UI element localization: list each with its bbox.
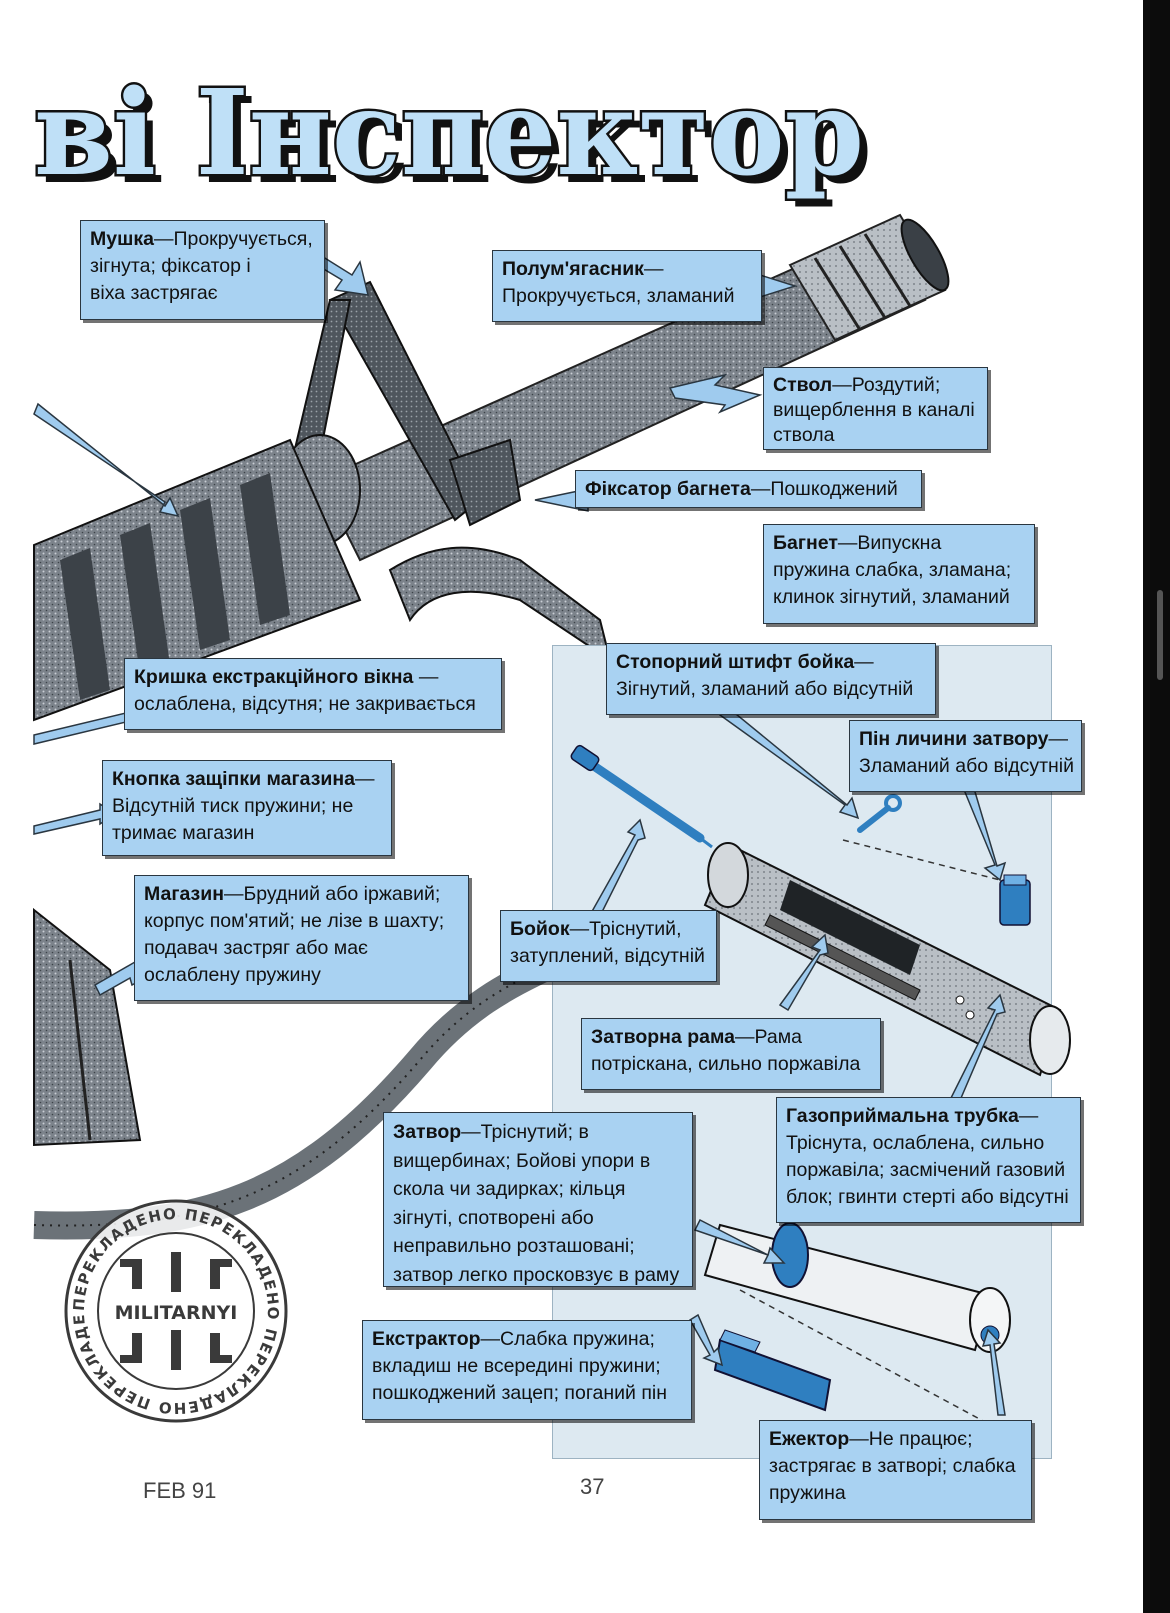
ejector-desc-3: пружина — [769, 1482, 846, 1504]
callout-front-sight: Мушка—Прокручується, зігнута; фіксатор і… — [80, 220, 325, 320]
callout-ejection-port-cover: Кришка екстракційного вікна — ослаблена,… — [124, 658, 502, 730]
barrel-desc-3: ствола — [773, 424, 835, 446]
bayonet-lug-desc-1: —Пошкоджений — [750, 478, 898, 500]
bolt-drawing — [703, 1222, 1011, 1431]
barrel-term: Ствол — [773, 374, 833, 396]
callout-ejector: Ежектор—Не працює; застрягає в затворі; … — [759, 1420, 1032, 1520]
callout-gas-key: Газоприймальна трубка— Тріснута, ослабле… — [776, 1097, 1081, 1223]
firing-pin-desc-1: —Тріснутий, — [569, 918, 682, 940]
port-cover-desc-1: — — [413, 666, 439, 688]
scrollbar-thumb[interactable] — [1157, 590, 1163, 680]
magazine-desc-1: —Брудний або іржавий; — [224, 883, 441, 905]
cam-pin-desc-1: — — [1048, 728, 1068, 750]
bayonet-term: Багнет — [773, 532, 838, 554]
magazine-desc-4: ослаблену пружину — [144, 964, 321, 986]
magazine-desc-2: корпус пом'ятий; не лізе в шахту; — [144, 910, 445, 932]
ejector-desc-2: застрягає в затворі; слабка — [769, 1455, 1016, 1477]
bayonet-desc-3: клинок зігнутий, зламаний — [773, 586, 1010, 608]
port-cover-desc-2: ослаблена, відсутня; не закривається — [134, 693, 476, 715]
callout-barrel: Ствол—Роздутий; вищерблення в каналі ств… — [763, 367, 988, 450]
callout-firing-pin: Бойок—Тріснутий, затуплений, відсутній — [500, 910, 717, 982]
barrel-desc-1: —Роздутий; — [832, 374, 941, 396]
callout-magazine: Магазин—Брудний або іржавий; корпус пом'… — [134, 875, 469, 1001]
callout-bolt: Затвор—Тріснутий; в вищербинах; Бойові у… — [383, 1112, 693, 1287]
page-title-shadow: ві Інспектор — [42, 71, 872, 210]
gas-key-term: Газоприймальна трубка — [786, 1105, 1019, 1127]
callout-bolt-carrier: Затворна рама—Рама потріскана, сильно по… — [581, 1018, 881, 1090]
page-title: ві Інспектор ві Інспектор — [32, 61, 894, 220]
callout-bayonet-lug: Фіксатор багнета—Пошкоджений — [575, 470, 922, 508]
bayonet-desc-1: —Випускна — [837, 532, 942, 554]
front-sight-desc-3: віха застрягає — [90, 282, 218, 304]
retaining-pin-term: Стопорний штифт бойка — [616, 651, 855, 673]
retaining-pin-desc-2: Зігнутий, зламаний або відсутній — [616, 678, 914, 700]
front-sight-term: Мушка — [90, 228, 154, 250]
ejector-term: Ежектор — [769, 1428, 850, 1450]
gas-key-desc-4: блок; гвинти стерті або відсутні — [786, 1186, 1069, 1208]
bolt-term: Затвор — [393, 1121, 462, 1143]
firing-pin-drawing — [570, 744, 713, 849]
bolt-carrier-drawing — [703, 842, 1071, 1077]
barrel-desc-2: вищерблення в каналі — [773, 399, 975, 421]
bayonet-lug-term: Фіксатор багнета — [585, 478, 751, 500]
retaining-pin-desc-1: — — [854, 651, 874, 673]
bolt-desc-2: вищербинах; Бойові упори в — [393, 1149, 651, 1172]
firing-pin-term: Бойок — [510, 918, 570, 940]
cam-pin-desc-2: Зламаний або відсутній — [859, 755, 1074, 777]
extractor-desc-2: вкладиш не всередині пружини; — [372, 1355, 661, 1377]
bolt-desc-5: неправильно розташовані; — [393, 1235, 635, 1257]
extractor-drawing — [713, 1329, 832, 1412]
magazine-desc-3: подавач застряг або має — [144, 937, 368, 959]
bolt-desc-6: затвор легко просковзує в раму — [393, 1263, 680, 1286]
mag-release-desc-3: тримає магазин — [112, 822, 255, 844]
extractor-desc-3: пошкоджений зацеп; поганий пін — [372, 1382, 667, 1404]
gas-key-desc-3: поржавіла; засмічений газовий — [786, 1159, 1066, 1181]
page-number: 37 — [580, 1474, 605, 1499]
callout-magazine-release: Кнопка защіпки магазина— Відсутній тиск … — [102, 760, 392, 856]
callout-extractor: Екстрактор—Слабка пружина; вкладиш не вс… — [362, 1320, 692, 1420]
callout-flash-hider: Полум'ягасник— Прокручується, зламаний — [492, 250, 762, 322]
bolt-desc-3: скола чи задирках; кільця — [393, 1178, 626, 1200]
cam-pin-drawing — [999, 874, 1031, 926]
flash-hider-desc-2: Прокручується, зламаний — [502, 285, 735, 307]
front-sight-desc-1: —Прокручується, — [153, 228, 313, 250]
firing-pin-desc-2: затуплений, відсутній — [510, 945, 705, 967]
port-cover-term: Кришка екстракційного вікна — [134, 666, 414, 688]
extractor-desc-1: —Слабка пружина; — [480, 1328, 655, 1350]
gas-key-desc-2: Тріснута, ослаблена, сильно — [786, 1132, 1045, 1154]
callout-firing-pin-retaining-pin: Стопорний штифт бойка— Зігнутий, зламани… — [606, 643, 936, 715]
bolt-desc-4: зігнуті, спотворені або — [393, 1206, 594, 1229]
flash-hider-term: Полум'ягасник — [502, 258, 644, 280]
retaining-pin-drawing — [842, 794, 1001, 881]
stamp-name: MILITARNYI — [115, 1302, 238, 1324]
callout-cam-pin: Пін личини затвору— Зламаний або відсутн… — [849, 720, 1082, 792]
cam-pin-term: Пін личини затвору — [859, 728, 1049, 750]
rifle-illustration — [33, 213, 950, 1240]
gas-key-desc-1: — — [1018, 1105, 1039, 1127]
callout-bayonet: Багнет—Випускна пружина слабка, зламана;… — [763, 524, 1035, 624]
mag-release-desc-1: — — [355, 768, 375, 790]
mag-release-desc-2: Відсутній тиск пружини; не — [112, 795, 354, 817]
mag-release-term: Кнопка защіпки магазина — [112, 768, 356, 790]
issue-date: FEB 91 — [143, 1478, 217, 1503]
militarnyi-stamp: ПЕРЕКЛАДЕНО ПЕРЕКЛАДЕНО ПЕРЕКЛАДЕНО ПЕРЕ… — [62, 1197, 288, 1423]
front-sight-desc-2: зігнута; фіксатор і — [90, 255, 251, 277]
bolt-carrier-desc-2: потріскана, сильно поржавіла — [591, 1053, 861, 1075]
bolt-desc-1: —Тріснутий; в — [461, 1121, 589, 1143]
flash-hider-desc-1: — — [643, 258, 664, 280]
bolt-carrier-term: Затворна рама — [591, 1026, 735, 1048]
bolt-carrier-desc-1: —Рама — [734, 1026, 802, 1048]
bayonet-desc-2: пружина слабка, зламана; — [773, 559, 1012, 581]
stamp-emblem-icon — [120, 1252, 232, 1370]
viewer-side-bar — [1143, 0, 1170, 1613]
page-title-text: ві Інспектор — [34, 63, 864, 202]
extractor-term: Екстрактор — [372, 1328, 481, 1350]
handguard-drawing — [33, 438, 362, 722]
magazine-term: Магазин — [144, 883, 224, 905]
ejector-desc-1: —Не працює; — [849, 1428, 973, 1450]
